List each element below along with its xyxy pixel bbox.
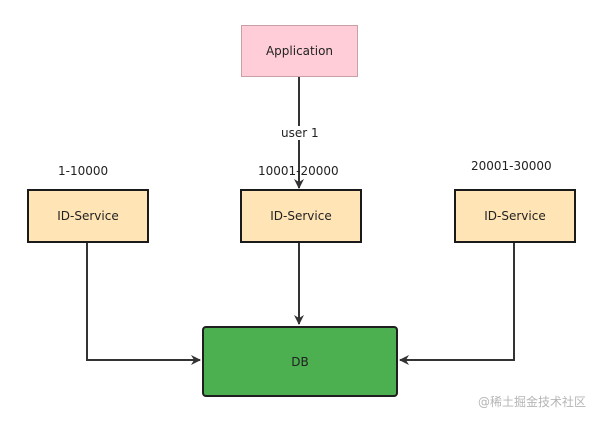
watermark: @稀土掘金技术社区 <box>477 395 586 409</box>
id-service-node-2: ID-Service <box>240 189 362 243</box>
id-service-node-1: ID-Service <box>27 189 149 243</box>
id-range-label-2: 10001-20000 <box>258 164 339 178</box>
id-range-label-3: 20001-30000 <box>471 159 552 173</box>
application-node: Application <box>241 25 358 77</box>
request-label: user 1 <box>278 126 322 140</box>
id-service-node-3: ID-Service <box>454 189 576 243</box>
db-node: DB <box>202 326 398 397</box>
id-range-label-1: 1-10000 <box>58 164 109 178</box>
id-service-node-3-label: ID-Service <box>484 209 546 223</box>
edge-id-service-1-to-db <box>86 243 201 365</box>
id-service-node-1-label: ID-Service <box>57 209 119 223</box>
id-service-node-2-label: ID-Service <box>270 209 332 223</box>
application-node-label: Application <box>265 44 334 58</box>
db-node-label: DB <box>291 354 309 369</box>
edge-id-service-3-to-db <box>399 243 515 365</box>
